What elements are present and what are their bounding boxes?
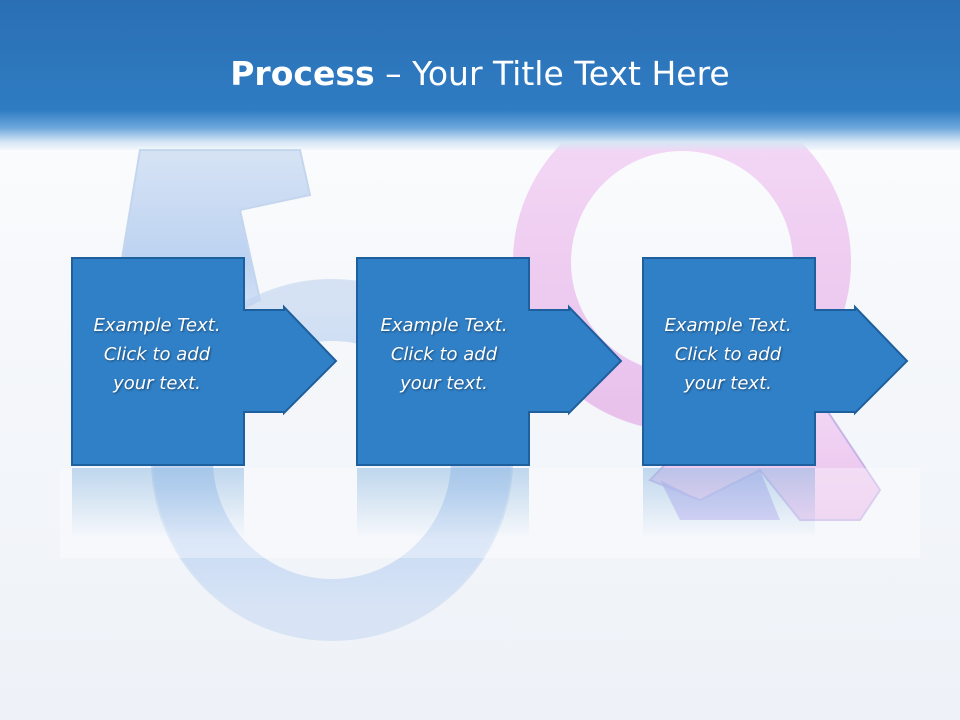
step-3-line-3: your text. xyxy=(684,373,772,394)
title-rest: Your Title Text Here xyxy=(412,54,730,93)
process-step-3-text[interactable]: Example Text. Click to add your text. xyxy=(641,311,815,398)
process-step-2-shape[interactable] xyxy=(356,257,623,538)
title-bold: Process xyxy=(230,54,375,93)
step-2-line-3: your text. xyxy=(400,373,488,394)
title-separator: – xyxy=(374,54,413,93)
step-1-line-3: your text. xyxy=(113,373,201,394)
step-1-line-1: Example Text. xyxy=(93,315,221,336)
process-step-1-text[interactable]: Example Text. Click to add your text. xyxy=(70,311,244,398)
step-2-line-2: Click to add xyxy=(390,344,498,365)
step-2-line-1: Example Text. xyxy=(380,315,508,336)
step-3-line-2: Click to add xyxy=(674,344,782,365)
process-step-3-shape[interactable] xyxy=(642,257,909,538)
slide-header xyxy=(0,0,960,150)
slide-title[interactable]: Process – Your Title Text Here xyxy=(0,52,960,96)
step-3-line-1: Example Text. xyxy=(664,315,792,336)
process-step-1-shape[interactable] xyxy=(71,257,338,538)
step-1-line-2: Click to add xyxy=(103,344,211,365)
process-step-2-text[interactable]: Example Text. Click to add your text. xyxy=(357,311,531,398)
